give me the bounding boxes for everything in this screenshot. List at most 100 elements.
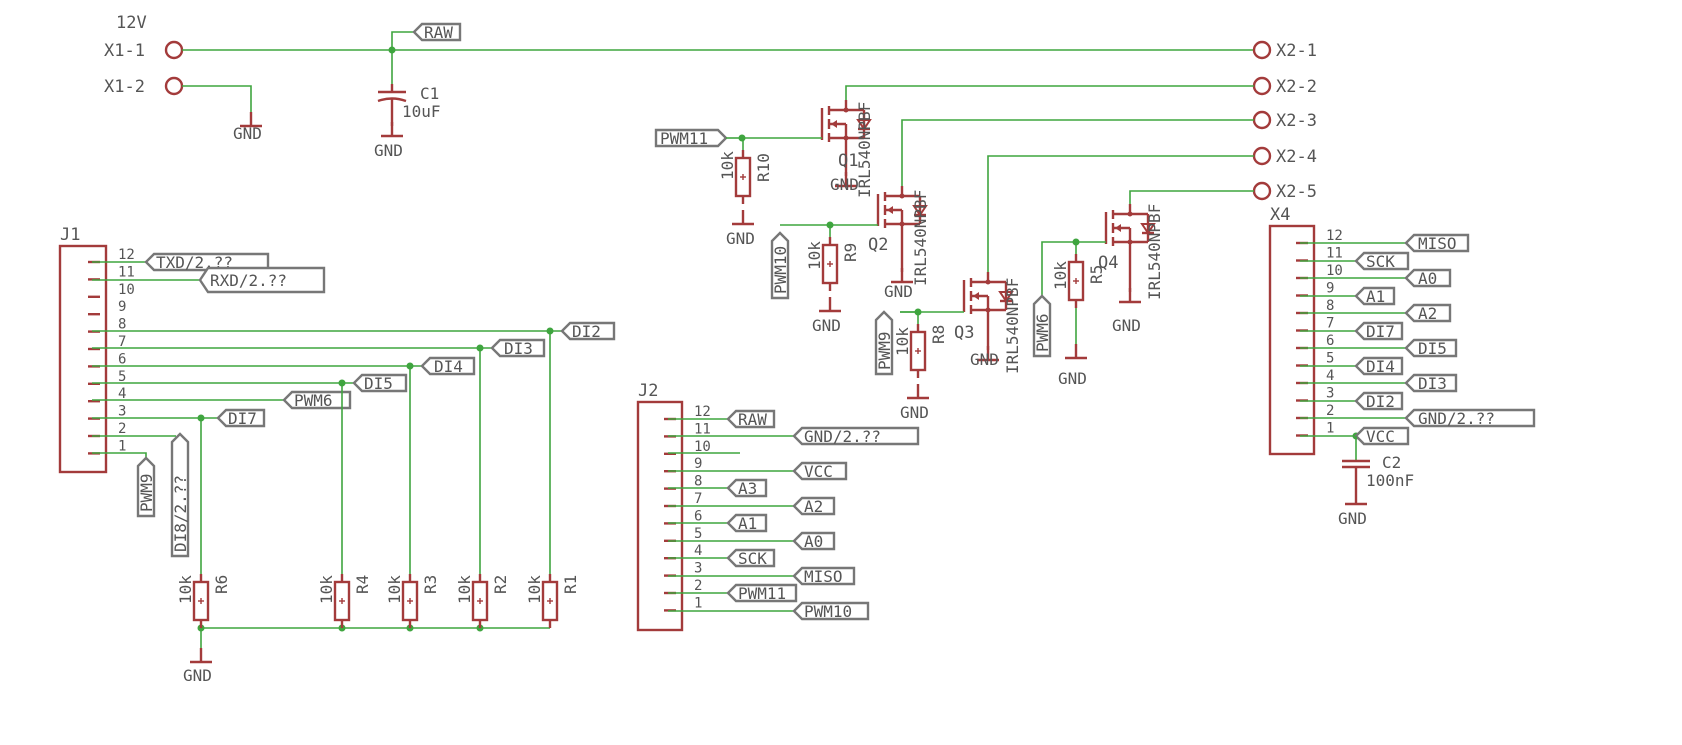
j1-pin-number: 1 [118,438,126,454]
svg-text:A0: A0 [1418,269,1437,288]
svg-text:PWM9: PWM9 [875,331,894,370]
j2-a1-net-label [726,513,768,533]
x2-1-terminal[interactable] [1252,40,1272,60]
svg-text:RXD/2.??: RXD/2.?? [210,271,287,290]
x2-1-label: X2-1 [1276,41,1317,61]
j2-miso-net-label [792,566,856,586]
q3-gnd-label: GND [970,350,999,369]
x1-1-terminal[interactable] [164,40,184,60]
j1-net-wiring: TXD/2.?? RXD/2.?? DI2 DI3 DI4 DI5 PWM6 D… [92,252,616,685]
mosfet-q4[interactable]: Q4 IRL540NPBF GND [1041,190,1254,335]
svg-text:R4: R4 [353,575,372,594]
pwm6-net-label-vertical: PWM6 [1032,294,1052,358]
x4-di4-net-label [1354,356,1404,376]
resistor-r5[interactable]: 10k R5 GND [1051,242,1106,388]
j2-pin-number: 11 [694,421,711,437]
resistor-r2[interactable]: 10k R2 [455,572,510,630]
svg-text:10k: 10k [317,575,336,604]
q1-gnd-label: GND [830,175,859,194]
x4-di2-net-label [1354,391,1404,411]
svg-text:GND/2.??: GND/2.?? [1418,409,1495,428]
svg-text:DI2: DI2 [1366,392,1395,411]
resistor-r3[interactable]: 10k R3 [385,572,440,630]
svg-text:R9: R9 [841,243,860,262]
capacitor-c2[interactable] [1342,436,1370,506]
q4-name: Q4 [1098,253,1118,273]
j2-a0-net-label [792,531,836,551]
x2-3-terminal[interactable] [1252,110,1272,130]
resistor-r9[interactable]: 10k R9 GND [805,225,860,335]
x2-5-terminal[interactable] [1252,181,1272,201]
svg-text:10k: 10k [1051,261,1070,290]
j2-pin-number: 3 [694,561,702,577]
svg-text:PWM11: PWM11 [738,584,786,603]
j2-pin-number: 1 [694,595,702,611]
svg-text:RAW: RAW [738,410,767,429]
j2-pin-number: 7 [694,491,702,507]
q1-name: Q1 [838,151,858,171]
x2-4-terminal[interactable] [1252,146,1272,166]
svg-text:DI7: DI7 [1366,322,1395,341]
x2-2-terminal[interactable] [1252,76,1272,96]
x1-1-label: X1-1 [104,41,145,61]
svg-text:A2: A2 [804,497,823,516]
svg-text:DI7: DI7 [228,409,257,428]
x4-pin-number: 2 [1326,403,1334,419]
resistor-r1[interactable]: 10k R1 [525,572,580,630]
svg-text:DI8/2.??: DI8/2.?? [171,475,190,552]
r9-gnd-label: GND [812,316,841,335]
j1-di7-net-label [216,408,266,428]
svg-text:10k: 10k [718,151,737,180]
svg-text:PWM10: PWM10 [804,602,852,621]
j1-pin-number: 5 [118,369,126,385]
svg-text:GND/2.??: GND/2.?? [804,427,881,446]
x1-2-label: X1-2 [104,77,145,97]
x4-sck-net-label [1354,251,1410,271]
pwm9-net-label-vertical: PWM9 [874,310,918,376]
resistor-r8[interactable]: 10k R8 GND [893,312,948,422]
mosfet-q2[interactable]: Q2 IRL540NPBF GND [780,119,1254,301]
capacitor-c1[interactable] [377,50,407,138]
svg-text:10k: 10k [525,575,544,604]
svg-text:DI3: DI3 [1418,374,1447,393]
c2-value: 100nF [1366,471,1414,490]
svg-text:DI5: DI5 [364,374,393,393]
raw-net-text: RAW [424,23,453,42]
x4-pin-number: 4 [1326,368,1334,384]
q4-gnd-label: GND [1112,316,1141,335]
x4-a2-net-label [1404,303,1452,323]
txd-net-label [144,252,270,272]
x4-di5-net-label [1404,338,1458,358]
j2-pin-number: 9 [694,456,702,472]
x1-2-terminal[interactable] [164,76,184,96]
c2-name: C2 [1382,453,1401,472]
mosfet-q3[interactable]: Q3 IRL540NPBF GND [900,155,1254,374]
j2-pin-number: 5 [694,526,702,542]
j1-pwm6-net-label [282,390,352,410]
j1-pin-number: 9 [118,299,126,315]
resistor-r10[interactable]: 10k R10 GND [718,138,773,248]
j2-pin-number: 4 [694,543,702,559]
resistor-r4[interactable]: 10k R4 [317,572,372,630]
svg-text:SCK: SCK [1366,252,1395,271]
x4-gnd-net-label [1404,408,1536,428]
j2-vcc-net-label [792,461,848,481]
svg-text:DI4: DI4 [434,357,463,376]
j2-a2-net-label [792,496,836,516]
j1-pin-number: 4 [118,386,126,402]
resistor-r6[interactable]: 10k R6 [176,572,231,630]
svg-text:A1: A1 [738,514,757,533]
q2-part: IRL540NPBF [911,190,930,286]
j1-pin-number: 6 [118,351,126,367]
c1-name: C1 [420,84,439,103]
svg-text:R6: R6 [212,575,231,594]
svg-text:VCC: VCC [1366,427,1395,446]
j2-net-wiring: RAW GND/2.?? VCC A3 A2 A1 A0 SCK MISO PW… [668,409,920,621]
x4-pin-number: 11 [1326,246,1343,262]
svg-text:DI3: DI3 [504,339,533,358]
svg-text:10k: 10k [176,575,195,604]
svg-text:R3: R3 [421,575,440,594]
mosfet-q1[interactable]: Q1 IRL540NPBF GND [738,85,1255,198]
r5-gnd-label: GND [1058,369,1087,388]
